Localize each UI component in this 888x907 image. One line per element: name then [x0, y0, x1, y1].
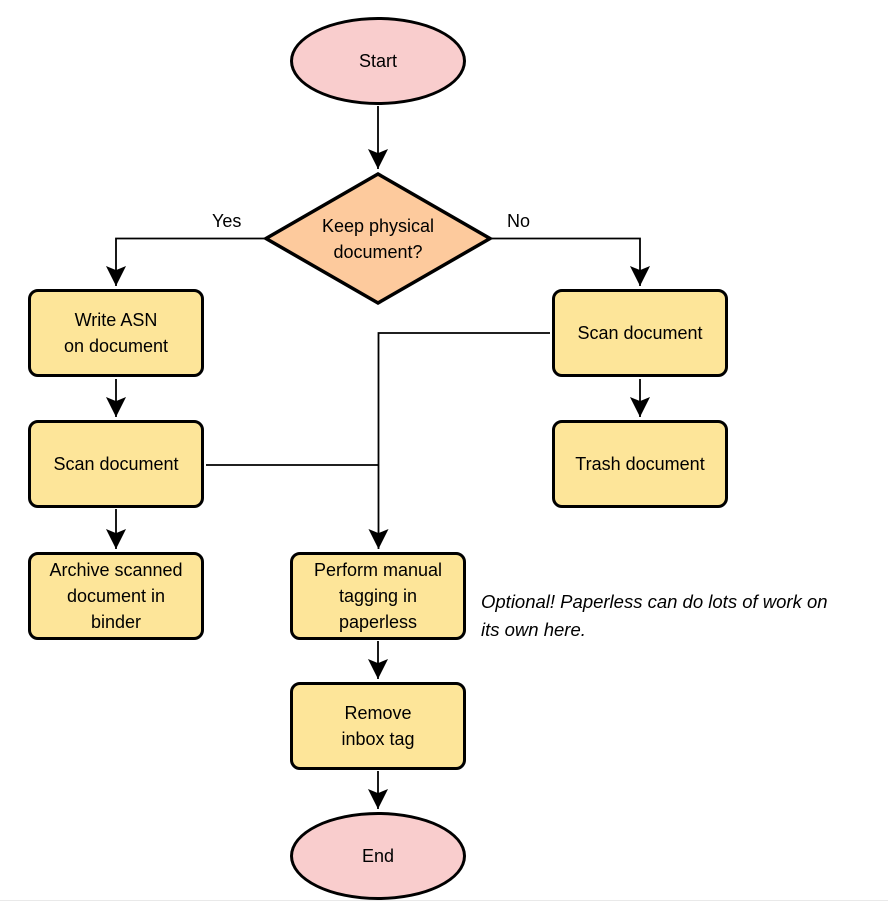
- node-trash-document-label: Trash document: [575, 454, 705, 474]
- node-start: Start: [290, 17, 466, 105]
- bottom-divider: [0, 900, 888, 901]
- node-scan-document-left-label: Scan document: [53, 454, 179, 474]
- edge-decision-yes-to-write-asn: [105, 237, 264, 286]
- node-end: End: [290, 812, 466, 900]
- node-manual-tagging: Perform manual tagging in paperless: [290, 552, 466, 640]
- node-archive-binder: Archive scanned document in binder: [28, 552, 204, 640]
- node-end-label: End: [361, 846, 395, 866]
- node-scan-document-right: Scan document: [552, 289, 728, 377]
- node-start-label: Start: [358, 51, 397, 71]
- node-decision: Keep physical document?: [278, 172, 478, 305]
- edge-scan-right-to-tagging: [368, 332, 550, 549]
- node-remove-inbox-tag-label: Remove inbox tag: [341, 703, 415, 749]
- node-remove-inbox-tag: Remove inbox tag: [290, 682, 466, 770]
- edge-decision-no-to-scan-right: [492, 237, 651, 286]
- node-scan-document-right-label: Scan document: [577, 323, 703, 343]
- decision-diamond-shape: [262, 171, 494, 306]
- node-manual-tagging-label: Perform manual tagging in paperless: [313, 560, 443, 632]
- optional-note: Optional! Paperless can do lots of work …: [481, 591, 828, 640]
- node-trash-document: Trash document: [552, 420, 728, 508]
- node-decision-label: Keep physical document?: [321, 215, 435, 262]
- node-write-asn-label: Write ASN on document: [63, 310, 169, 356]
- node-archive-binder-label: Archive scanned document in binder: [49, 560, 183, 632]
- node-scan-document-left: Scan document: [28, 420, 204, 508]
- edge-label-yes: Yes: [212, 211, 242, 231]
- edge-label-no: No: [507, 211, 531, 231]
- node-write-asn: Write ASN on document: [28, 289, 204, 377]
